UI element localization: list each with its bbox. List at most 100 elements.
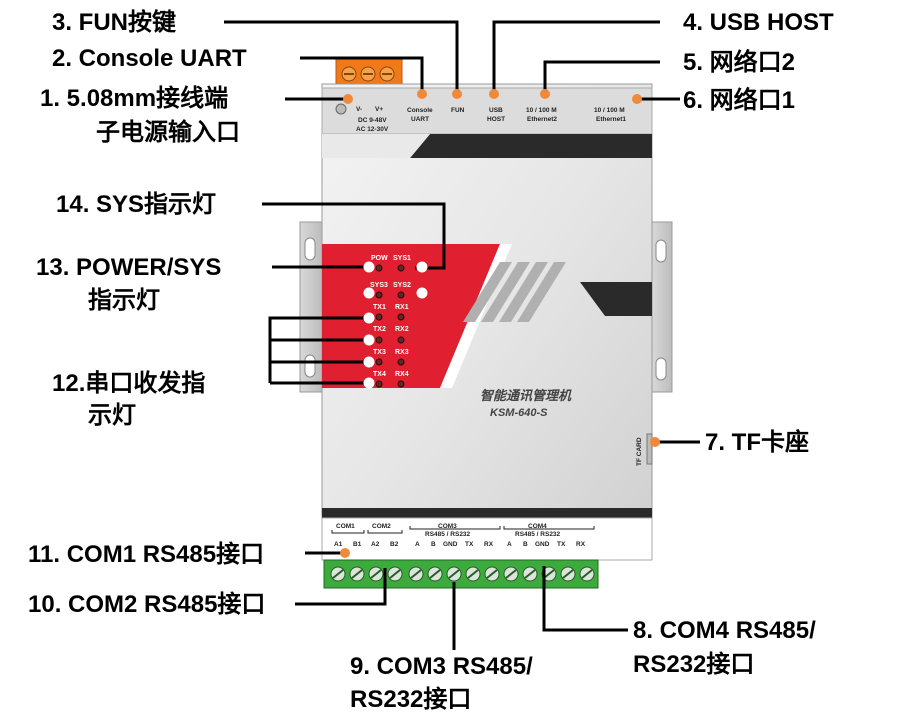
led-label-sys3: SYS3 xyxy=(370,282,388,289)
top-port-labels: V- V+ DC 9-48V AC 12-30V Console UART FU… xyxy=(356,106,626,133)
label-com2: COM2 xyxy=(372,523,391,530)
led-label-tx3: TX3 xyxy=(373,349,386,356)
label-com4-b: B xyxy=(523,541,528,548)
label-com4-tx: TX xyxy=(557,541,566,548)
leader-lines xyxy=(224,20,700,650)
bottom-port-labels: COM1 COM2 COM3 COM4 RS485 / RS232 RS485 … xyxy=(334,523,586,548)
callout-13-line2: 指示灯 xyxy=(88,287,160,314)
com-brackets xyxy=(331,526,595,534)
brand-name: 智能通讯管理机 xyxy=(480,388,572,404)
label-com3-b: B xyxy=(431,541,436,548)
top-dark-band xyxy=(410,134,652,158)
label-vplus: V+ xyxy=(375,106,383,113)
callout-3: 3. FUN按键 xyxy=(52,8,176,36)
label-ac: AC 12-30V xyxy=(356,126,389,133)
led-rx4 xyxy=(397,380,405,388)
led-label-sys2: SYS2 xyxy=(393,282,411,289)
label-com3-a: A xyxy=(415,541,420,548)
callout-9-line1: 9. COM3 RS485/ xyxy=(350,653,533,680)
label-uart: UART xyxy=(411,116,429,123)
callout-labels: 1. 5.08mm接线端 子电源输入口 2. Console UART 3. F… xyxy=(28,8,834,713)
led-tx3 xyxy=(375,358,383,366)
led-rx1 xyxy=(397,313,405,321)
led-label-rx3: RX3 xyxy=(395,349,409,356)
callout-14: 14. SYS指示灯 xyxy=(56,191,216,218)
led-rx2 xyxy=(397,336,405,344)
left-mounting-ear xyxy=(299,221,323,393)
label-eth2-speed: 10 / 100 M xyxy=(526,107,557,114)
callout-4: 4. USB HOST xyxy=(683,9,834,36)
label-com3-rx: RX xyxy=(484,541,494,548)
label-com4-gnd: GND xyxy=(535,541,550,548)
label-eth2: Ethernet2 xyxy=(527,116,557,123)
label-rs-com4: RS485 / RS232 xyxy=(515,531,561,538)
label-com4-a: A xyxy=(507,541,512,548)
callout-6: 6. 网络口1 xyxy=(683,86,795,114)
led-callout-rings xyxy=(363,261,428,389)
led-sys3 xyxy=(375,291,383,299)
label-com4: COM4 xyxy=(528,523,547,530)
model-name: KSM-640-S xyxy=(490,407,548,419)
callout-5: 5. 网络口2 xyxy=(683,48,795,76)
label-com4-rx: RX xyxy=(576,541,586,548)
label-a1: A1 xyxy=(334,541,343,548)
led-label-rx4: RX4 xyxy=(395,371,409,378)
label-eth1: Ethernet1 xyxy=(596,116,626,123)
label-usb: USB xyxy=(489,107,503,114)
label-com3-gnd: GND xyxy=(443,541,458,548)
led-sys1 xyxy=(397,264,405,272)
right-dark-stripe xyxy=(580,282,652,316)
label-rs-com3: RS485 / RS232 xyxy=(425,531,471,538)
led-label-tx1: TX1 xyxy=(373,304,386,311)
label-com3-tx: TX xyxy=(465,541,474,548)
led-sys2 xyxy=(397,291,405,299)
callout-11: 11. COM1 RS485接口 xyxy=(28,541,264,568)
bottom-dark-stripe xyxy=(322,508,652,518)
led-pow xyxy=(375,264,383,272)
tf-card-label: TF CARD xyxy=(636,437,643,466)
led-label-tx2: TX2 xyxy=(373,326,386,333)
callout-8-line2: RS232接口 xyxy=(633,651,754,678)
led-tx1 xyxy=(375,313,383,321)
bottom-label-strip xyxy=(321,517,653,561)
callout-12-line1: 12.串口收发指 xyxy=(52,369,205,397)
callout-dots xyxy=(340,89,660,558)
label-b2: B2 xyxy=(390,541,399,548)
led-labels: POW SYS1 SYS3 SYS2 TX1 RX1 TX2 RX2 TX3 R… xyxy=(370,255,411,378)
led-label-sys1: SYS1 xyxy=(393,255,411,262)
label-a2: A2 xyxy=(371,541,380,548)
power-terminal-block[interactable] xyxy=(335,57,403,89)
callout-12-line2: 示灯 xyxy=(88,402,136,429)
ground-screw-icon xyxy=(335,103,347,115)
label-vminus: V- xyxy=(356,106,362,113)
callout-7: 7. TF卡座 xyxy=(705,428,809,456)
led-label-rx2: RX2 xyxy=(395,326,409,333)
led-label-tx4: TX4 xyxy=(373,371,386,378)
com-terminal-block[interactable] xyxy=(323,559,599,589)
callout-10: 10. COM2 RS485接口 xyxy=(28,591,265,618)
led-tx4 xyxy=(375,380,383,388)
led-tx2 xyxy=(375,336,383,344)
label-com3: COM3 xyxy=(438,523,457,530)
label-com1: COM1 xyxy=(336,523,355,530)
top-port-strip xyxy=(321,87,653,135)
callout-9-line2: RS232接口 xyxy=(350,686,471,713)
decor-slashes xyxy=(463,262,566,322)
led-rx3 xyxy=(397,358,405,366)
label-console: Console xyxy=(407,107,433,114)
label-eth1-speed: 10 / 100 M xyxy=(594,107,625,114)
callout-8-line1: 8. COM4 RS485/ xyxy=(633,617,816,644)
label-fun: FUN xyxy=(451,107,465,114)
led-label-pow: POW xyxy=(371,255,388,262)
led-panel xyxy=(322,244,500,388)
callout-1-line1: 1. 5.08mm接线端 xyxy=(40,85,228,112)
right-mounting-ear xyxy=(651,221,673,393)
tf-card-slot[interactable] xyxy=(646,433,653,465)
callout-1-line2: 子电源输入口 xyxy=(96,118,240,146)
label-b1: B1 xyxy=(353,541,362,548)
callout-2: 2. Console UART xyxy=(52,45,247,72)
callout-13-line1: 13. POWER/SYS xyxy=(36,254,221,281)
led-dots xyxy=(375,264,405,388)
led-label-rx1: RX1 xyxy=(395,304,409,311)
